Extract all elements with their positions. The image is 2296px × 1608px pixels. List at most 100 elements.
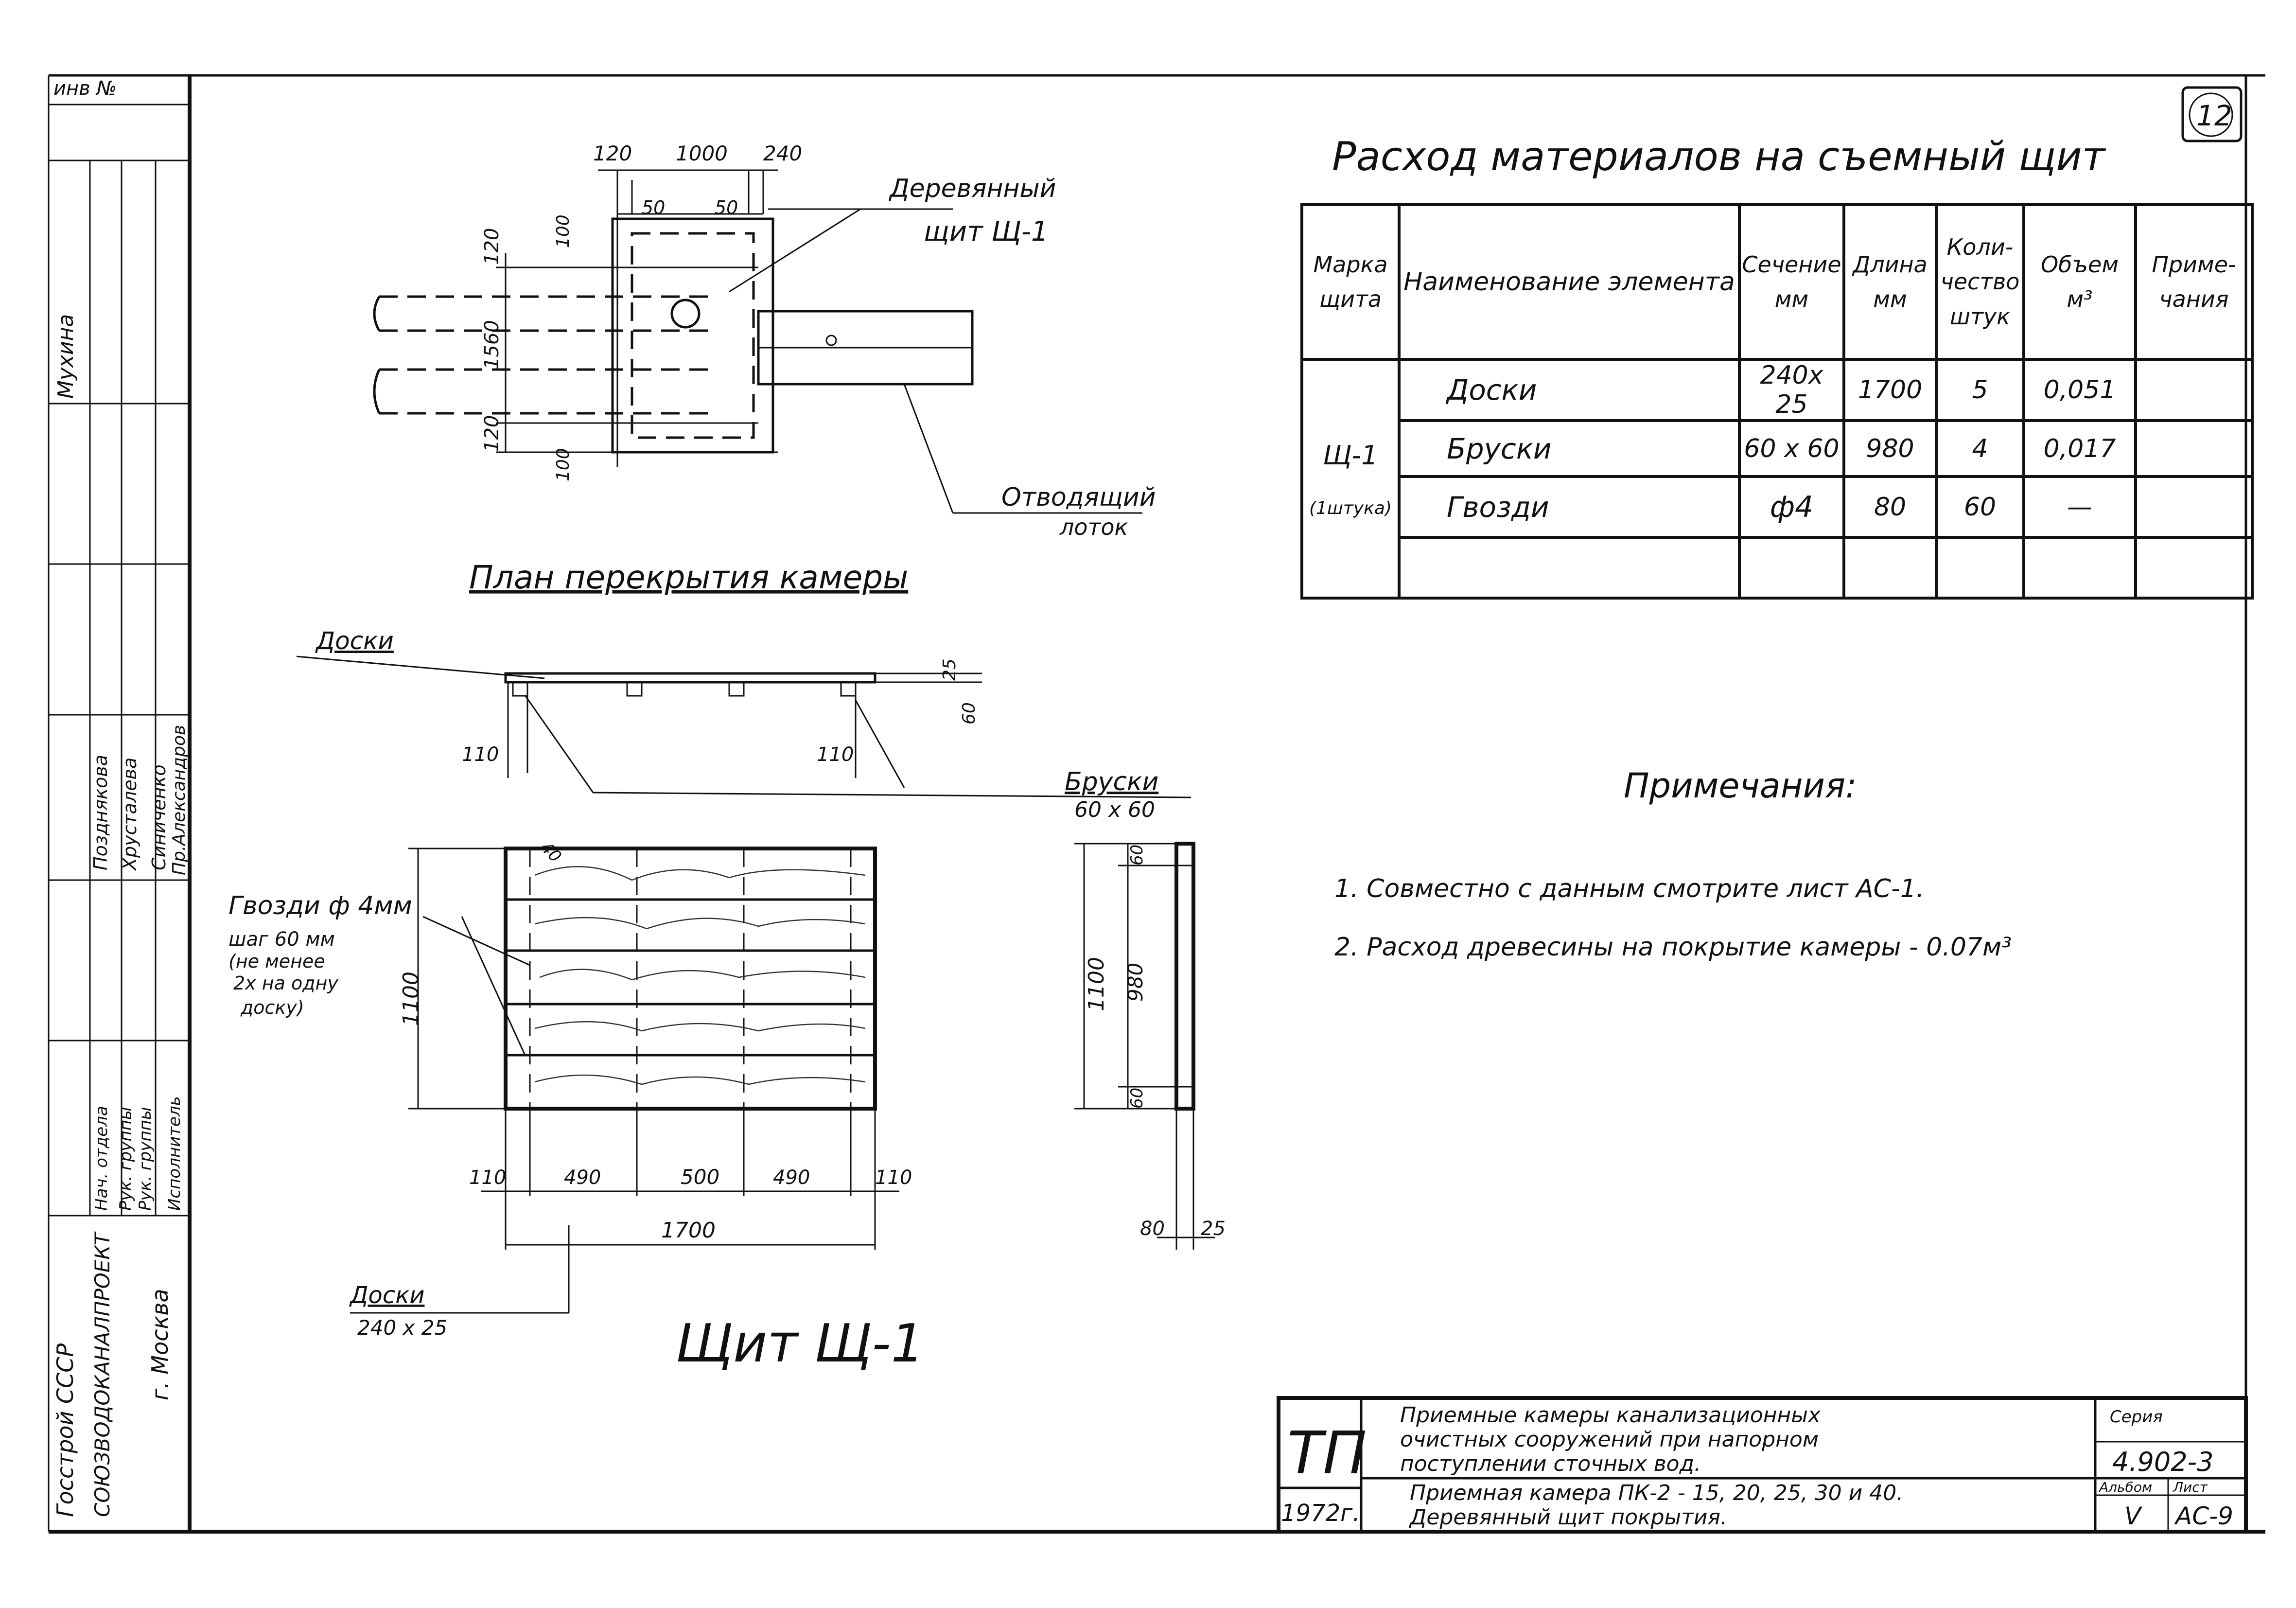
plan-title: План перекрытия камеры — [469, 559, 908, 596]
panel-nails-step: шаг 60 мм — [228, 928, 335, 951]
table-header-row: Марка щита Наименование элемента Сечение… — [1300, 203, 2254, 361]
panel-title: Щит Щ-1 — [676, 1313, 924, 1374]
title-sheet-label: Лист — [2173, 1479, 2208, 1495]
header-name: Наименование элемента — [1398, 203, 1741, 361]
plan-dim-1000: 1000 — [676, 141, 728, 165]
mark-count: (1штука) — [1309, 498, 1392, 519]
title-sheet-value: АС-9 — [2174, 1502, 2233, 1530]
side-dim-980: 980 — [1123, 963, 1147, 1002]
title-block — [1277, 1396, 2248, 1534]
strip-role-3: Рук. группы — [136, 1107, 155, 1211]
header-mark: Марка щита — [1300, 203, 1401, 361]
title-line-2: очистных сооружений при напорном — [1400, 1427, 1819, 1452]
panel-dim-40: 40 — [537, 838, 565, 866]
table-row: Бруски 60 x 60 980 4 0,017 — [1302, 419, 2254, 478]
sheet-number-badge: 12 — [2181, 86, 2243, 142]
title-line-5: Деревянный щит покрытия. — [1409, 1505, 1727, 1530]
section-label-boards: Доски — [315, 627, 394, 655]
row-1-qty: 5 — [1935, 358, 2025, 422]
strip-role-2: Рук. группы — [116, 1107, 136, 1211]
panel-dim-490-left: 490 — [564, 1166, 601, 1189]
strip-role-4: Исполнитель — [165, 1096, 184, 1211]
plan-dim-1560: 1560 — [481, 320, 503, 370]
header-section: Сечение мм — [1738, 203, 1845, 361]
materials-table: Марка щита Наименование элемента Сечение… — [1300, 203, 2254, 600]
note-2: 2. Расход древесины на покрытие камеры -… — [1334, 933, 2012, 962]
section-dim-25: 25 — [940, 658, 960, 681]
plan-dim-100-bottom: 100 — [553, 448, 573, 481]
header-volume: Объем м³ — [2022, 203, 2137, 361]
row-2-note — [2134, 419, 2254, 478]
title-line-1: Приемные камеры канализационных — [1400, 1403, 1821, 1428]
mark-cell: Щ-1 (1штука) — [1300, 358, 1401, 600]
strip-role-1: Нач. отдела — [92, 1106, 111, 1211]
title-album-label: Альбом — [2098, 1479, 2152, 1495]
header-length: Длина мм — [1842, 203, 1938, 361]
side-view — [1074, 842, 1215, 1250]
panel-dim-1100: 1100 — [399, 972, 423, 1026]
mark-value: Щ-1 — [1323, 440, 1378, 471]
title-line-4: Приемная камера ПК-2 - 15, 20, 25, 30 и … — [1410, 1481, 1903, 1505]
plan-dim-left-120-bottom: 120 — [481, 415, 503, 452]
plan-label-shield: Деревянный — [889, 174, 1056, 203]
section-dim-110-right: 110 — [817, 743, 854, 766]
empty-cell — [2134, 536, 2254, 600]
sheet-frame — [48, 74, 2265, 1534]
empty-cell — [1935, 536, 2025, 600]
empty-cell — [1738, 536, 1845, 600]
row-3-section: ф4 — [1738, 475, 1845, 539]
row-1-section: 240x 25 — [1738, 358, 1845, 422]
strip-name-5: Пр.Александров — [169, 725, 189, 875]
side-dim-60: 60 — [1127, 845, 1147, 866]
row-2-length: 980 — [1842, 419, 1938, 478]
panel-nails-note-1: (не менее — [228, 951, 325, 972]
title-line-3: поступлении сточных вод. — [1400, 1451, 1701, 1476]
row-3-name: Гвозди — [1398, 475, 1741, 539]
header-qty: Коли- чество штук — [1935, 203, 2025, 361]
row-3-note — [2134, 475, 2254, 539]
table-row: Гвозди ф4 80 60 — — [1302, 475, 2254, 539]
plan-label-tray-2: лоток — [1059, 514, 1128, 540]
strip-name-1: Мухина — [53, 314, 78, 399]
strip-name-2: Позднякова — [90, 755, 111, 870]
row-1-volume: 0,051 — [2022, 358, 2137, 422]
header-note: Приме- чания — [2134, 203, 2254, 361]
row-1-name: Доски — [1398, 358, 1741, 422]
row-1-length: 1700 — [1842, 358, 1938, 422]
panel-dim-500: 500 — [681, 1165, 719, 1189]
empty-cell — [1842, 536, 1938, 600]
section-view — [296, 655, 1192, 798]
panel-dim-110-right: 110 — [875, 1166, 912, 1189]
notes-title: Примечания: — [1624, 766, 1857, 806]
svg-text:12: 12 — [2196, 99, 2232, 132]
panel-nails-label: Гвозди ф 4мм — [228, 891, 412, 920]
side-dim-1100: 1100 — [1084, 957, 1109, 1011]
strip-name-4: Синиченко — [148, 764, 170, 870]
strip-org-2: СОЮЗВОДОКАНАЛПРОЕКТ — [90, 1231, 114, 1517]
side-dim-60-bottom: 60 — [1127, 1088, 1147, 1109]
row-2-name: Бруски — [1398, 419, 1741, 478]
plan-dim-left-120-top: 120 — [481, 228, 503, 265]
row-1-note — [2134, 358, 2254, 422]
plan-dim-50-right: 50 — [715, 197, 738, 218]
strip-name-3: Хрусталева — [119, 758, 140, 871]
plan-view — [373, 169, 1142, 514]
section-dim-110-left: 110 — [462, 743, 499, 766]
corner-mark: инв № — [53, 77, 117, 100]
empty-cell — [2022, 536, 2137, 600]
panel-dim-110-left: 110 — [469, 1166, 506, 1189]
table-row-empty — [1302, 536, 2254, 600]
empty-cell — [1398, 536, 1741, 600]
panel-nails-note-2: 2х на одну — [233, 972, 338, 994]
plan-dim-100-top: 100 — [553, 214, 573, 248]
panel-label-boards: Доски — [349, 1282, 424, 1309]
strip-org-1: Госстрой СССР — [52, 1343, 78, 1517]
plan-label-tray: Отводящий — [1001, 483, 1156, 512]
strip-city: г. Москва — [147, 1289, 173, 1400]
row-3-length: 80 — [1842, 475, 1938, 539]
title-series-label: Серия — [2110, 1407, 2163, 1427]
plan-label-shield-2: щит Щ-1 — [924, 216, 1049, 247]
note-1: 1. Совместно с данным смотрите лист АС-1… — [1334, 874, 1924, 903]
title-logo: ТП — [1287, 1420, 1367, 1487]
